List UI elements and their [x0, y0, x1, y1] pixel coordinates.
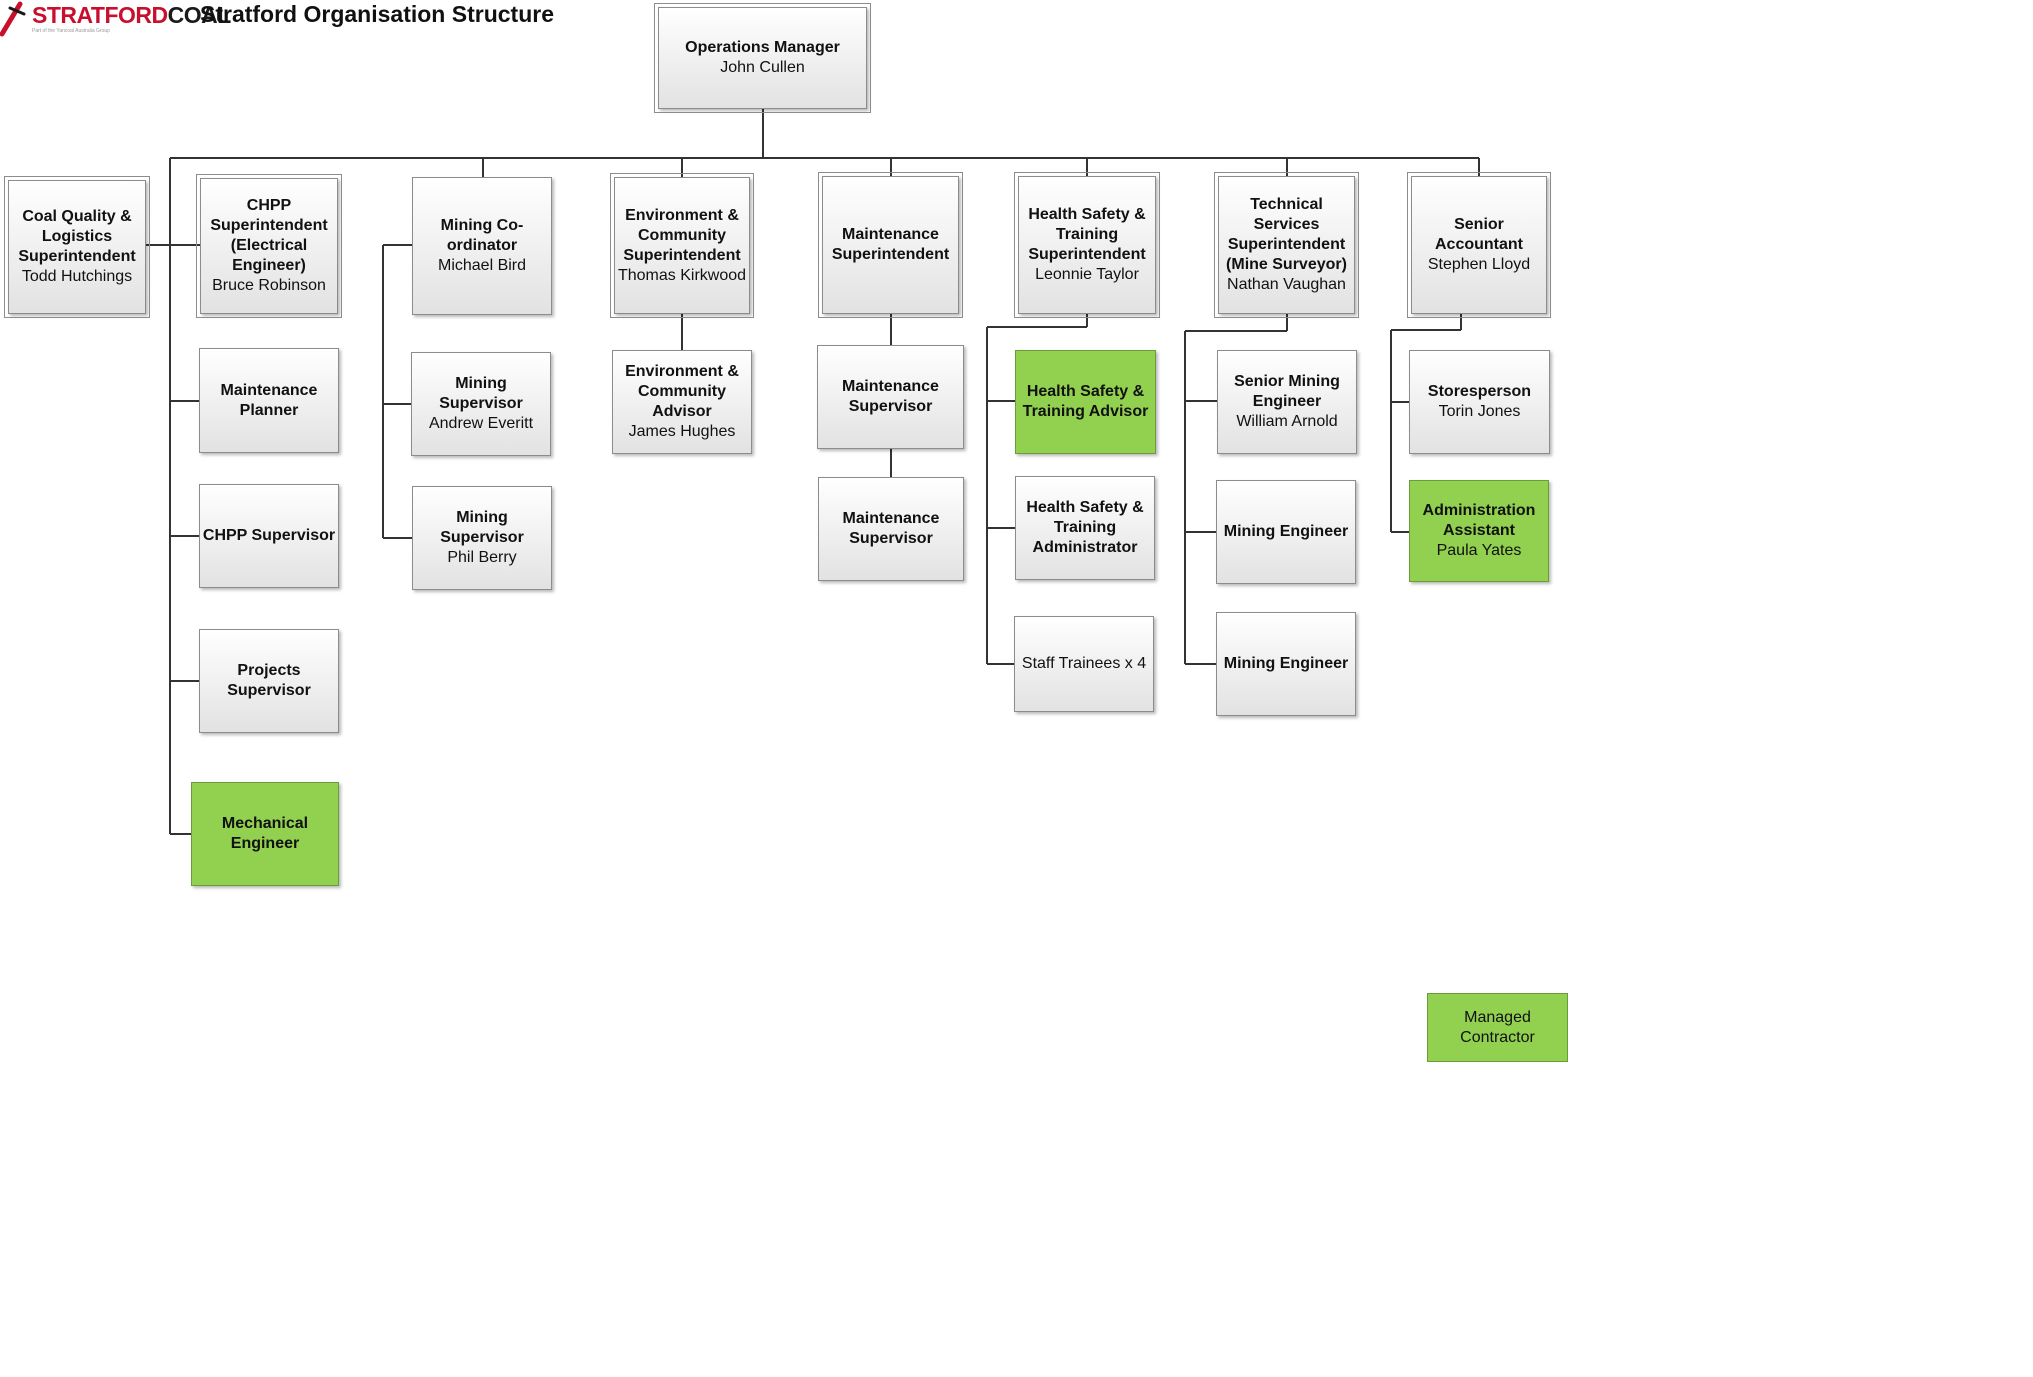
node-role-title: Health Safety & Training Advisor	[1022, 383, 1149, 420]
node-role-title: Senior Accountant	[1435, 216, 1523, 253]
node-role-title: Maintenance Supervisor	[842, 510, 940, 547]
node-role-title: Technical Services Superintendent (Mine …	[1226, 196, 1347, 273]
node-staff-trainees[interactable]: Staff Trainees x 4	[1014, 616, 1154, 712]
node-role-title: Maintenance Planner	[220, 381, 318, 419]
node-mechanical-engineer[interactable]: Mechanical Engineer	[191, 782, 339, 886]
node-role-title: Health Safety & Training Administrator	[1026, 499, 1144, 556]
node-role-title: Mining Co-ordinator	[440, 217, 524, 254]
logo-brand-dark: COAL	[167, 2, 232, 28]
node-role-title: Environment & Community Advisor	[625, 363, 739, 420]
node-person-name: Torin Jones	[1438, 403, 1521, 420]
node-role-title: Storesperson	[1427, 383, 1532, 400]
org-chart: STRATFORDCOAL Part of the Yancoal Austra…	[0, 0, 1568, 1062]
connector-lines	[146, 109, 1480, 835]
node-person-name: Todd Hutchings	[21, 268, 133, 285]
node-mining-engineer-2[interactable]: Mining Engineer	[1216, 612, 1356, 716]
node-role-title: Senior Mining Engineer	[1234, 373, 1340, 410]
node-person-name: Paula Yates	[1436, 542, 1522, 559]
node-role-title: Operations Manager	[685, 39, 840, 56]
node-role-title: CHPP Supervisor	[202, 527, 336, 544]
logo-tagline: Part of the Yancoal Australia Group	[32, 28, 110, 34]
node-hst-advisor[interactable]: Health Safety & Training Advisor	[1015, 350, 1156, 454]
node-maintenance-planner[interactable]: Maintenance Planner	[199, 348, 339, 453]
node-person-name: William Arnold	[1236, 413, 1338, 430]
node-role-title: Maintenance Supervisor	[842, 378, 939, 415]
node-person-name: Bruce Robinson	[212, 277, 326, 294]
node-role-title: Environment & Community Superintendent	[623, 206, 741, 264]
node-projects-supervisor[interactable]: Projects Supervisor	[199, 629, 339, 733]
node-role-title: Mining Supervisor	[440, 509, 524, 546]
node-mining-engineer-1[interactable]: Mining Engineer	[1216, 480, 1356, 584]
node-maintenance-superintendent[interactable]: Maintenance Superintendent	[818, 172, 963, 318]
node-hst-administrator[interactable]: Health Safety & Training Administrator	[1015, 476, 1155, 580]
node-person-name: Stephen Lloyd	[1427, 256, 1531, 273]
node-maintenance-supervisor-2[interactable]: Maintenance Supervisor	[818, 477, 964, 581]
node-person-name: Staff Trainees x 4	[1021, 655, 1147, 672]
node-person-name: James Hughes	[628, 423, 736, 440]
node-person-name: Michael Bird	[437, 257, 527, 274]
legend-managed-contractor: Managed Contractor	[1427, 993, 1568, 1062]
node-role-title: Mining Supervisor	[439, 375, 523, 412]
node-person-name: Andrew Everitt	[428, 415, 534, 432]
node-person-name: Thomas Kirkwood	[617, 266, 747, 284]
node-chpp-supervisor[interactable]: CHPP Supervisor	[199, 484, 339, 588]
node-technical-services-superintendent[interactable]: Technical Services Superintendent (Mine …	[1214, 172, 1359, 318]
node-role-title: Health Safety & Training Superintendent	[1028, 206, 1146, 263]
node-role-title: Maintenance Superintendent	[831, 226, 950, 263]
node-person-name: Nathan Vaughan	[1227, 276, 1346, 293]
stratford-coal-logo: STRATFORDCOAL Part of the Yancoal Austra…	[0, 0, 231, 42]
node-maintenance-supervisor-1[interactable]: Maintenance Supervisor	[817, 345, 964, 449]
node-role-title: Mining Engineer	[1223, 655, 1349, 672]
page-title: Stratford Organisation Structure	[200, 1, 554, 27]
node-role-title: Coal Quality & Logistics Superintendent	[18, 208, 136, 265]
legend-label: Managed Contractor	[1460, 1008, 1535, 1046]
node-chpp-superintendent[interactable]: CHPP Superintendent (Electrical Engineer…	[196, 174, 342, 318]
logo-wordmark: STRATFORDCOAL	[32, 2, 231, 29]
logo-brand-red: STRATFORD	[32, 2, 168, 28]
node-person-name: Phil Berry	[447, 549, 517, 566]
node-role-title: Mechanical Engineer	[221, 815, 309, 852]
node-person-name: Leonnie Taylor	[1035, 266, 1139, 283]
pick-icon	[0, 1, 26, 37]
node-role-title: Administration Assistant	[1422, 502, 1536, 539]
node-role-title: CHPP Superintendent (Electrical Engineer…	[210, 197, 328, 274]
node-role-title: Mining Engineer	[1223, 523, 1349, 540]
node-role-title: Projects Supervisor	[227, 662, 311, 699]
node-person-name: John Cullen	[720, 59, 805, 76]
